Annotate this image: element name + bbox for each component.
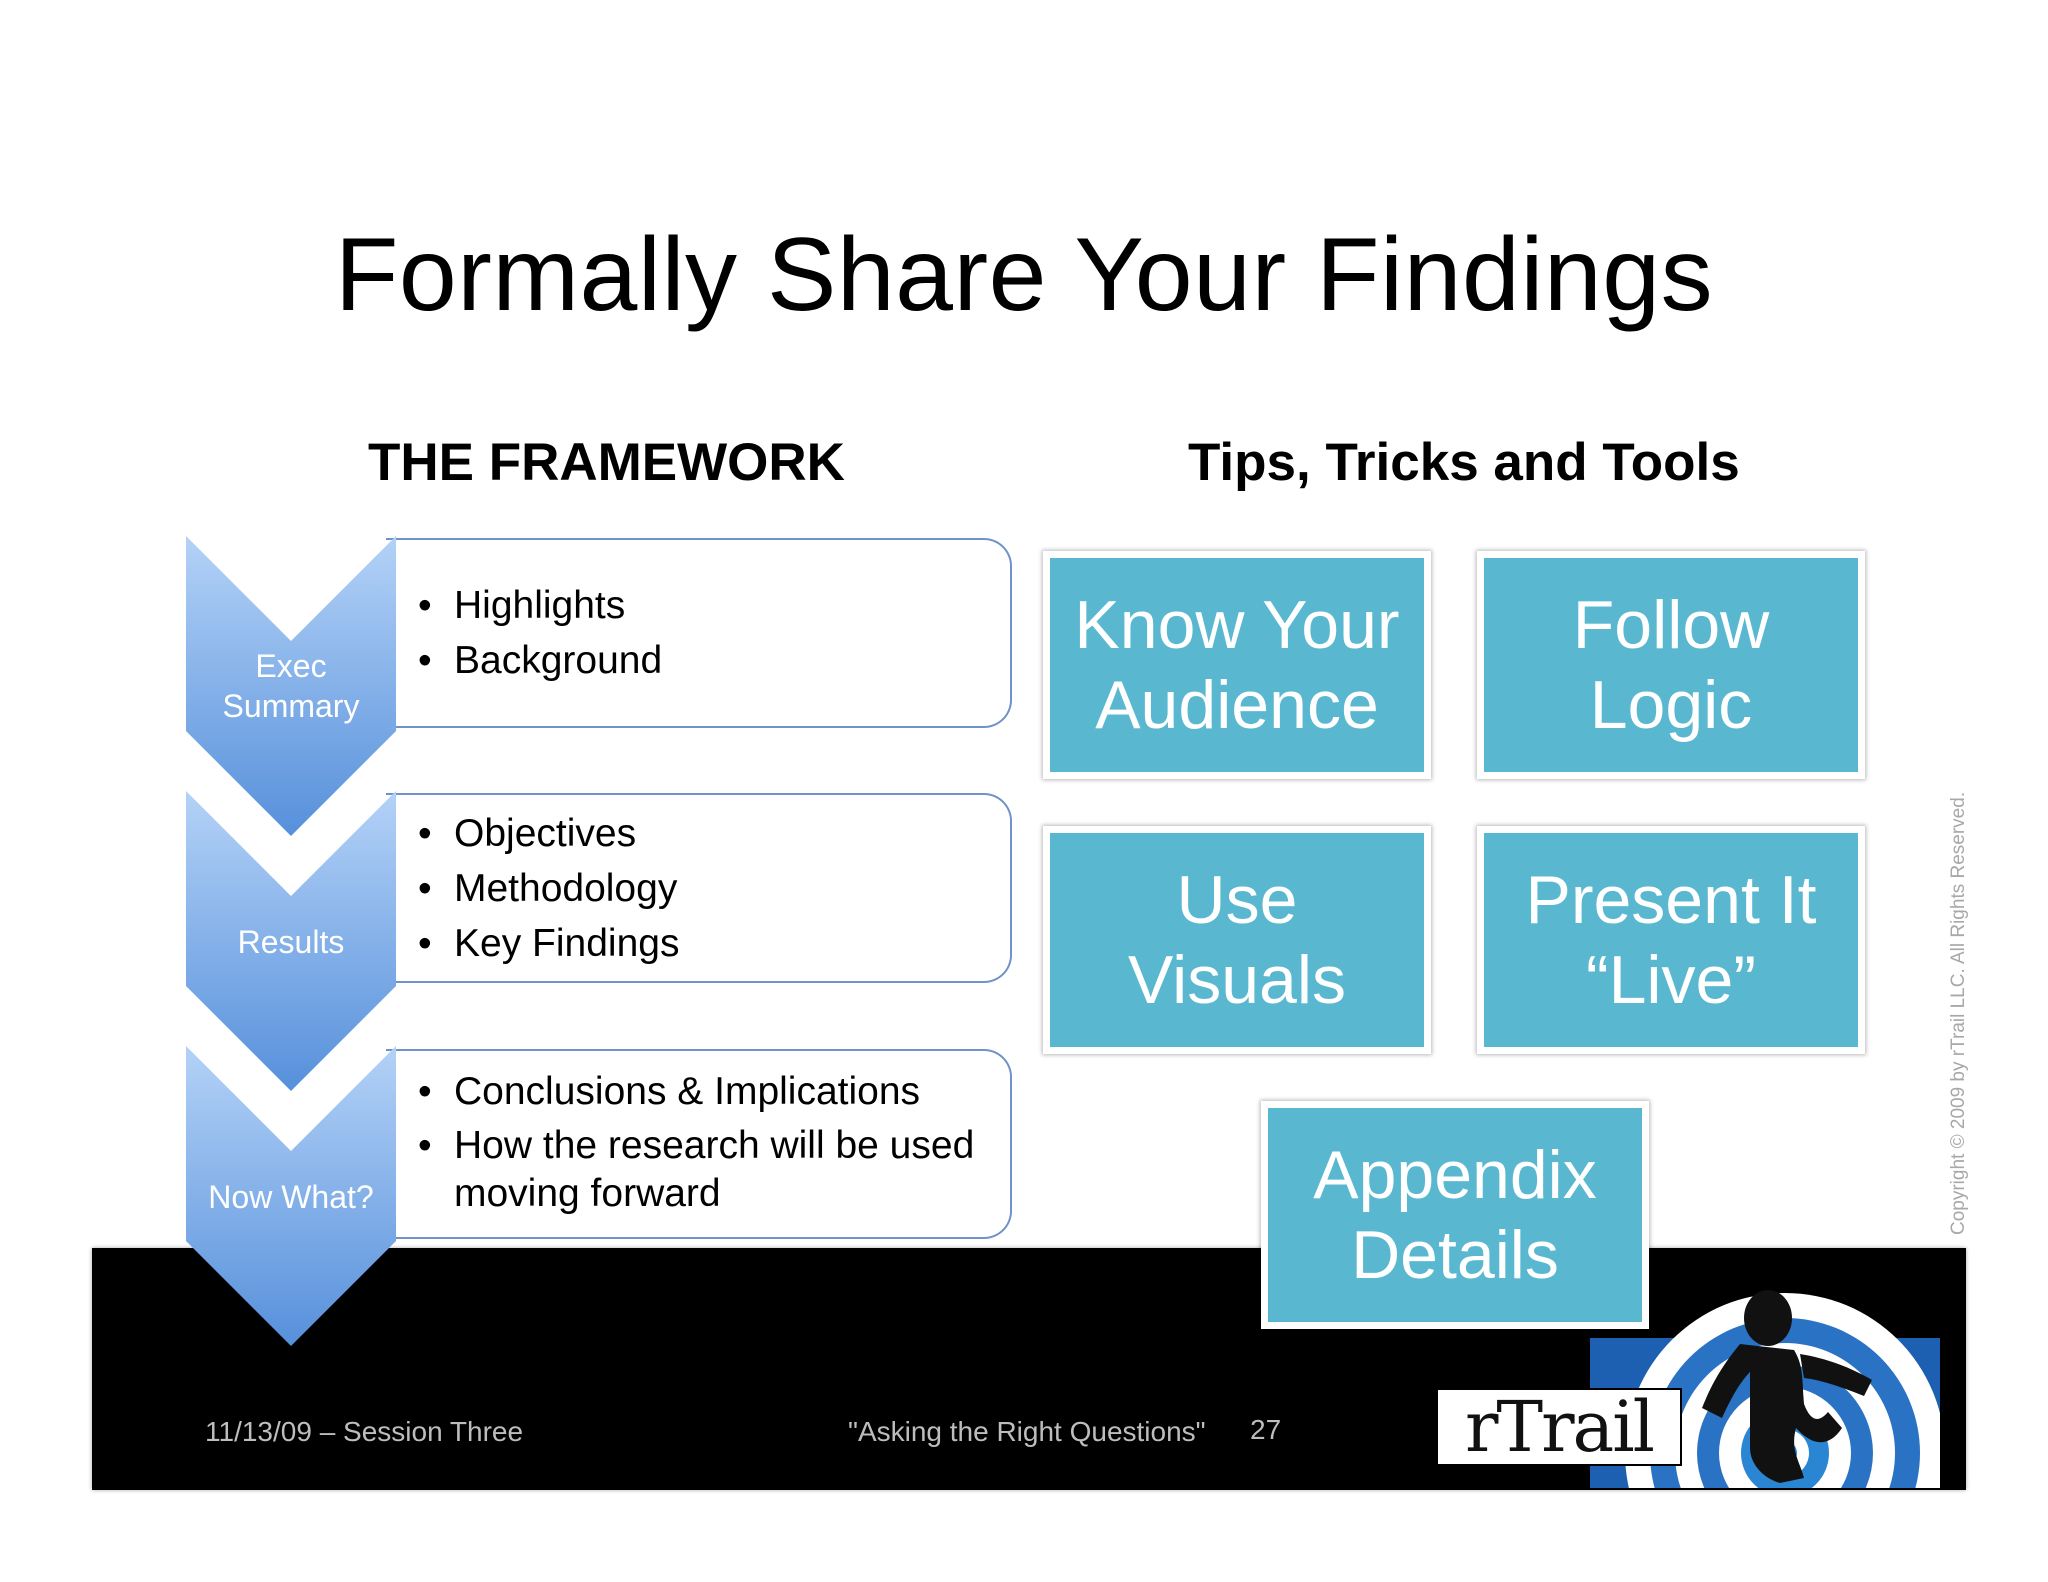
- copyright-notice: Copyright © 2009 by rTrail LLC. All Righ…: [1948, 791, 1969, 1235]
- footer-date-session: 11/13/09 – Session Three: [205, 1416, 524, 1447]
- bullet-item-continuation: moving forward.: [454, 1172, 721, 1215]
- bullet-list-now-what: Conclusions & Implications How the resea…: [418, 1065, 974, 1221]
- rtrail-logo: rTrail: [1436, 1388, 1682, 1466]
- bullet-item: Key Findings: [418, 916, 679, 971]
- bullet-list-results: Objectives Methodology Key Findings: [418, 806, 679, 971]
- bullet-list-exec-summary: Highlights Background: [418, 578, 662, 688]
- tips-heading: Tips, Tricks and Tools: [1188, 433, 1740, 492]
- bullet-item: Conclusions & Implications: [418, 1065, 974, 1119]
- chevron-label-now-what: Now What?: [208, 1179, 374, 1215]
- chevron-exec-summary: [186, 536, 396, 836]
- tile-present-it-live: Present It“Live”: [1477, 826, 1865, 1054]
- bullet-item: Background: [418, 633, 662, 688]
- chevron-now-what: [186, 1046, 396, 1346]
- bullet-item: Highlights: [418, 578, 662, 633]
- rtrail-logo-target-icon: [1590, 1278, 1940, 1488]
- footer-page-number: 27: [1250, 1414, 1282, 1445]
- bullet-item: Objectives: [418, 806, 679, 861]
- chevron-label-results: Results: [237, 924, 345, 960]
- slide-title: Formally Share Your Findings: [334, 217, 1714, 333]
- chevron-results: [186, 791, 396, 1091]
- framework-heading: THE FRAMEWORK: [368, 433, 845, 492]
- footer-session-title: "Asking the Right Questions": [848, 1416, 1206, 1447]
- chevron-label-exec-summary: Exec Summary: [222, 648, 360, 724]
- bullet-item: How the research will be used: [418, 1119, 974, 1173]
- bullet-item: Methodology: [418, 861, 679, 916]
